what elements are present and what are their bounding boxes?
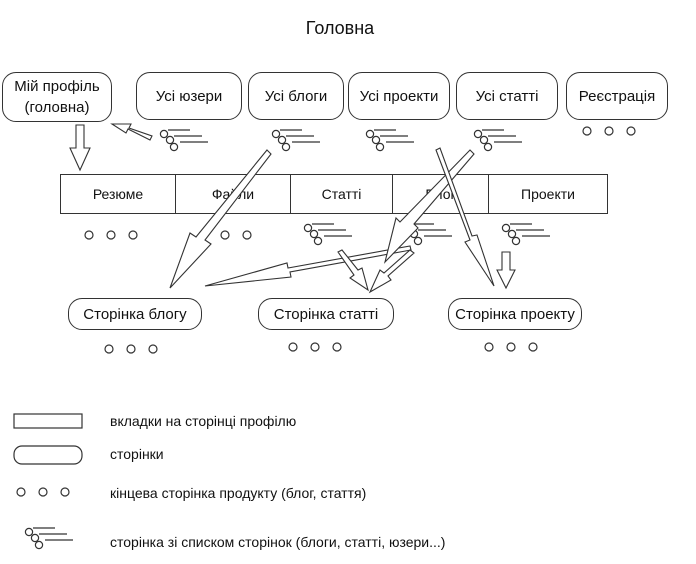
legend-tabs-label: вкладки на сторінці профілю	[110, 413, 297, 429]
product-page-icon	[104, 344, 158, 354]
tab-resume-label: Резюме	[92, 186, 144, 202]
page-all-blogs-label: Усі блоги	[264, 87, 328, 105]
page-my-profile: Мій профіль (головна)	[2, 72, 112, 122]
arrow	[69, 124, 91, 172]
arrow	[496, 251, 516, 290]
page-all-articles-label: Усі статті	[475, 87, 539, 105]
page-registration-label: Реєстрація	[578, 87, 656, 105]
arrow	[169, 149, 272, 289]
list-page-icon	[159, 129, 209, 152]
list-page-icon	[303, 223, 353, 246]
page-all-projects: Усі проекти	[348, 72, 450, 120]
tab-projects-label: Проекти	[521, 186, 575, 202]
page-article-label: Сторінка статті	[273, 305, 379, 323]
page-article: Сторінка статті	[258, 298, 394, 330]
legend-product-icon	[16, 487, 70, 497]
product-page-icon	[582, 126, 636, 136]
page-blog: Сторінка блогу	[68, 298, 202, 330]
product-page-icon	[84, 230, 138, 240]
list-page-icon	[271, 129, 321, 152]
arrow	[383, 149, 475, 264]
page-blog-label: Сторінка блогу	[83, 305, 187, 323]
page-project-label: Сторінка проекту	[455, 305, 575, 323]
tab-articles-label: Статті	[321, 186, 362, 202]
arrow	[368, 249, 415, 294]
page-project: Сторінка проекту	[448, 298, 582, 330]
tab-resume: Резюме	[61, 175, 176, 213]
product-page-icon	[484, 342, 538, 352]
page-all-articles: Усі статті	[456, 72, 558, 120]
legend-list-label: сторінка зі списком сторінок (блоги, ста…	[110, 534, 446, 550]
legend-pages-label: сторінки	[110, 446, 164, 462]
page-all-users: Усі юзери	[136, 72, 242, 120]
list-page-icon	[365, 129, 415, 152]
page-all-blogs: Усі блоги	[248, 72, 344, 120]
page-my-profile-label: Мій профіль (головна)	[14, 78, 100, 116]
list-page-icon	[473, 129, 523, 152]
list-page-icon	[501, 223, 551, 246]
legend-tab-symbol	[13, 413, 83, 429]
legend-product-label: кінцева сторінка продукту (блог, стаття)	[110, 485, 367, 501]
page-all-users-label: Усі юзери	[155, 87, 223, 105]
diagram-title: Головна	[305, 18, 375, 38]
product-page-icon	[288, 342, 342, 352]
legend-list-icon	[24, 527, 74, 550]
tab-projects: Проекти	[489, 175, 607, 213]
tab-articles: Статті	[291, 175, 393, 213]
profile-tabs: Резюме Файли Статті Блог Проекти	[60, 174, 608, 214]
legend-page-symbol	[13, 445, 83, 465]
page-registration: Реєстрація	[566, 72, 668, 120]
arrow	[337, 249, 369, 292]
arrow	[110, 123, 153, 141]
arrow	[435, 147, 495, 287]
page-all-projects-label: Усі проекти	[359, 87, 439, 105]
